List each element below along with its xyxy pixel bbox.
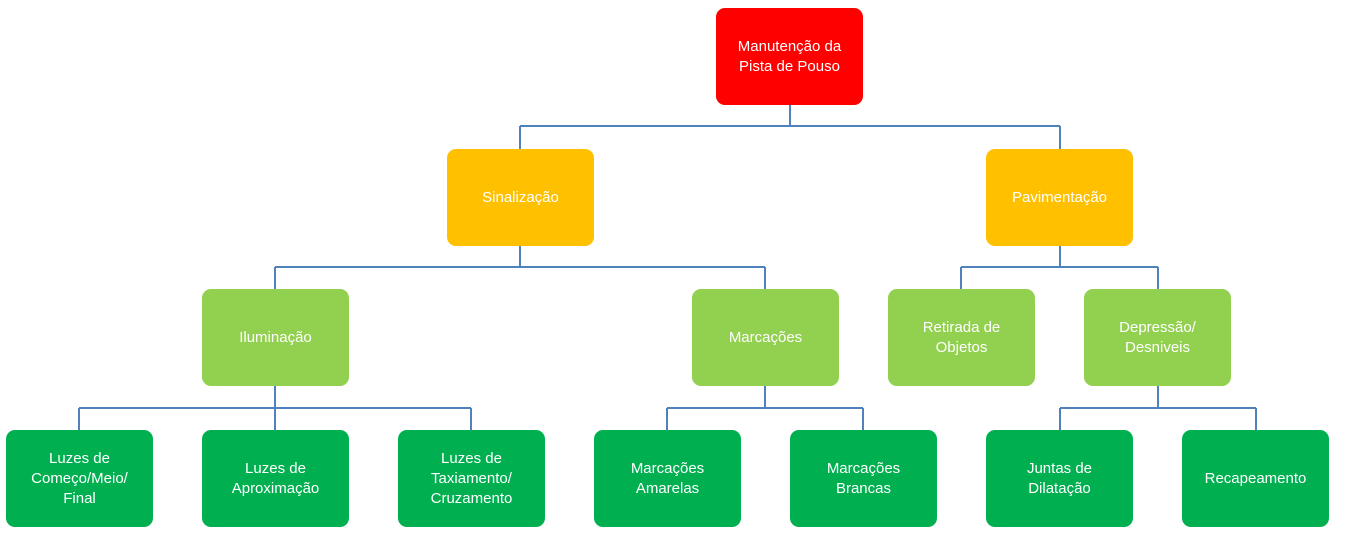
- node-manutencao-pista: Manutenção da Pista de Pouso: [716, 8, 863, 105]
- connector-depressao-children: [1059, 386, 1257, 430]
- node-sinalizacao-label: Sinalização: [482, 188, 559, 206]
- node-luzes-taxiamento-cruzamento: Luzes de Taxiamento/ Cruzamento: [398, 430, 545, 527]
- node-juntas-dilatacao-label: Juntas de Dilatação: [1026, 459, 1093, 497]
- node-recapeamento: Recapeamento: [1182, 430, 1329, 527]
- node-marcacoes-label: Marcações: [728, 328, 803, 346]
- node-marcacoes-brancas: Marcações Brancas: [790, 430, 937, 527]
- node-juntas-dilatacao: Juntas de Dilatação: [986, 430, 1133, 527]
- node-pavimentacao-label: Pavimentação: [1011, 188, 1108, 206]
- connector-iluminacao-children: [78, 386, 472, 430]
- connector-sinalizacao-children: [274, 245, 766, 289]
- node-marcacoes: Marcações: [692, 289, 839, 386]
- node-depressao-desniveis-label: Depressão/ Desniveis: [1119, 318, 1196, 356]
- node-luzes-comeco-meio-final: Luzes de Começo/Meio/ Final: [6, 430, 153, 527]
- node-marcacoes-amarelas: Marcações Amarelas: [594, 430, 741, 527]
- node-luzes-aproximacao: Luzes de Aproximação: [202, 430, 349, 527]
- node-retirada-objetos: Retirada de Objetos: [888, 289, 1035, 386]
- node-luzes-aproximacao-label: Luzes de Aproximação: [231, 459, 320, 497]
- connector-root-children: [519, 105, 1061, 149]
- node-retirada-objetos-label: Retirada de Objetos: [922, 318, 1001, 356]
- node-sinalizacao: Sinalização: [447, 149, 594, 246]
- node-iluminacao-label: Iluminação: [239, 328, 312, 346]
- node-iluminacao: Iluminação: [202, 289, 349, 386]
- node-pavimentacao: Pavimentação: [986, 149, 1133, 246]
- node-luzes-taxiamento-cruzamento-label: Luzes de Taxiamento/ Cruzamento: [430, 449, 513, 507]
- node-luzes-comeco-meio-final-label: Luzes de Começo/Meio/ Final: [31, 449, 128, 507]
- node-recapeamento-label: Recapeamento: [1204, 469, 1307, 487]
- node-marcacoes-amarelas-label: Marcações Amarelas: [630, 459, 705, 497]
- connector-marcacoes-children: [666, 386, 864, 430]
- node-marcacoes-brancas-label: Marcações Brancas: [826, 459, 901, 497]
- connector-pavimentacao-children: [960, 245, 1159, 289]
- node-manutencao-pista-label: Manutenção da Pista de Pouso: [737, 37, 842, 75]
- node-depressao-desniveis: Depressão/ Desniveis: [1084, 289, 1231, 386]
